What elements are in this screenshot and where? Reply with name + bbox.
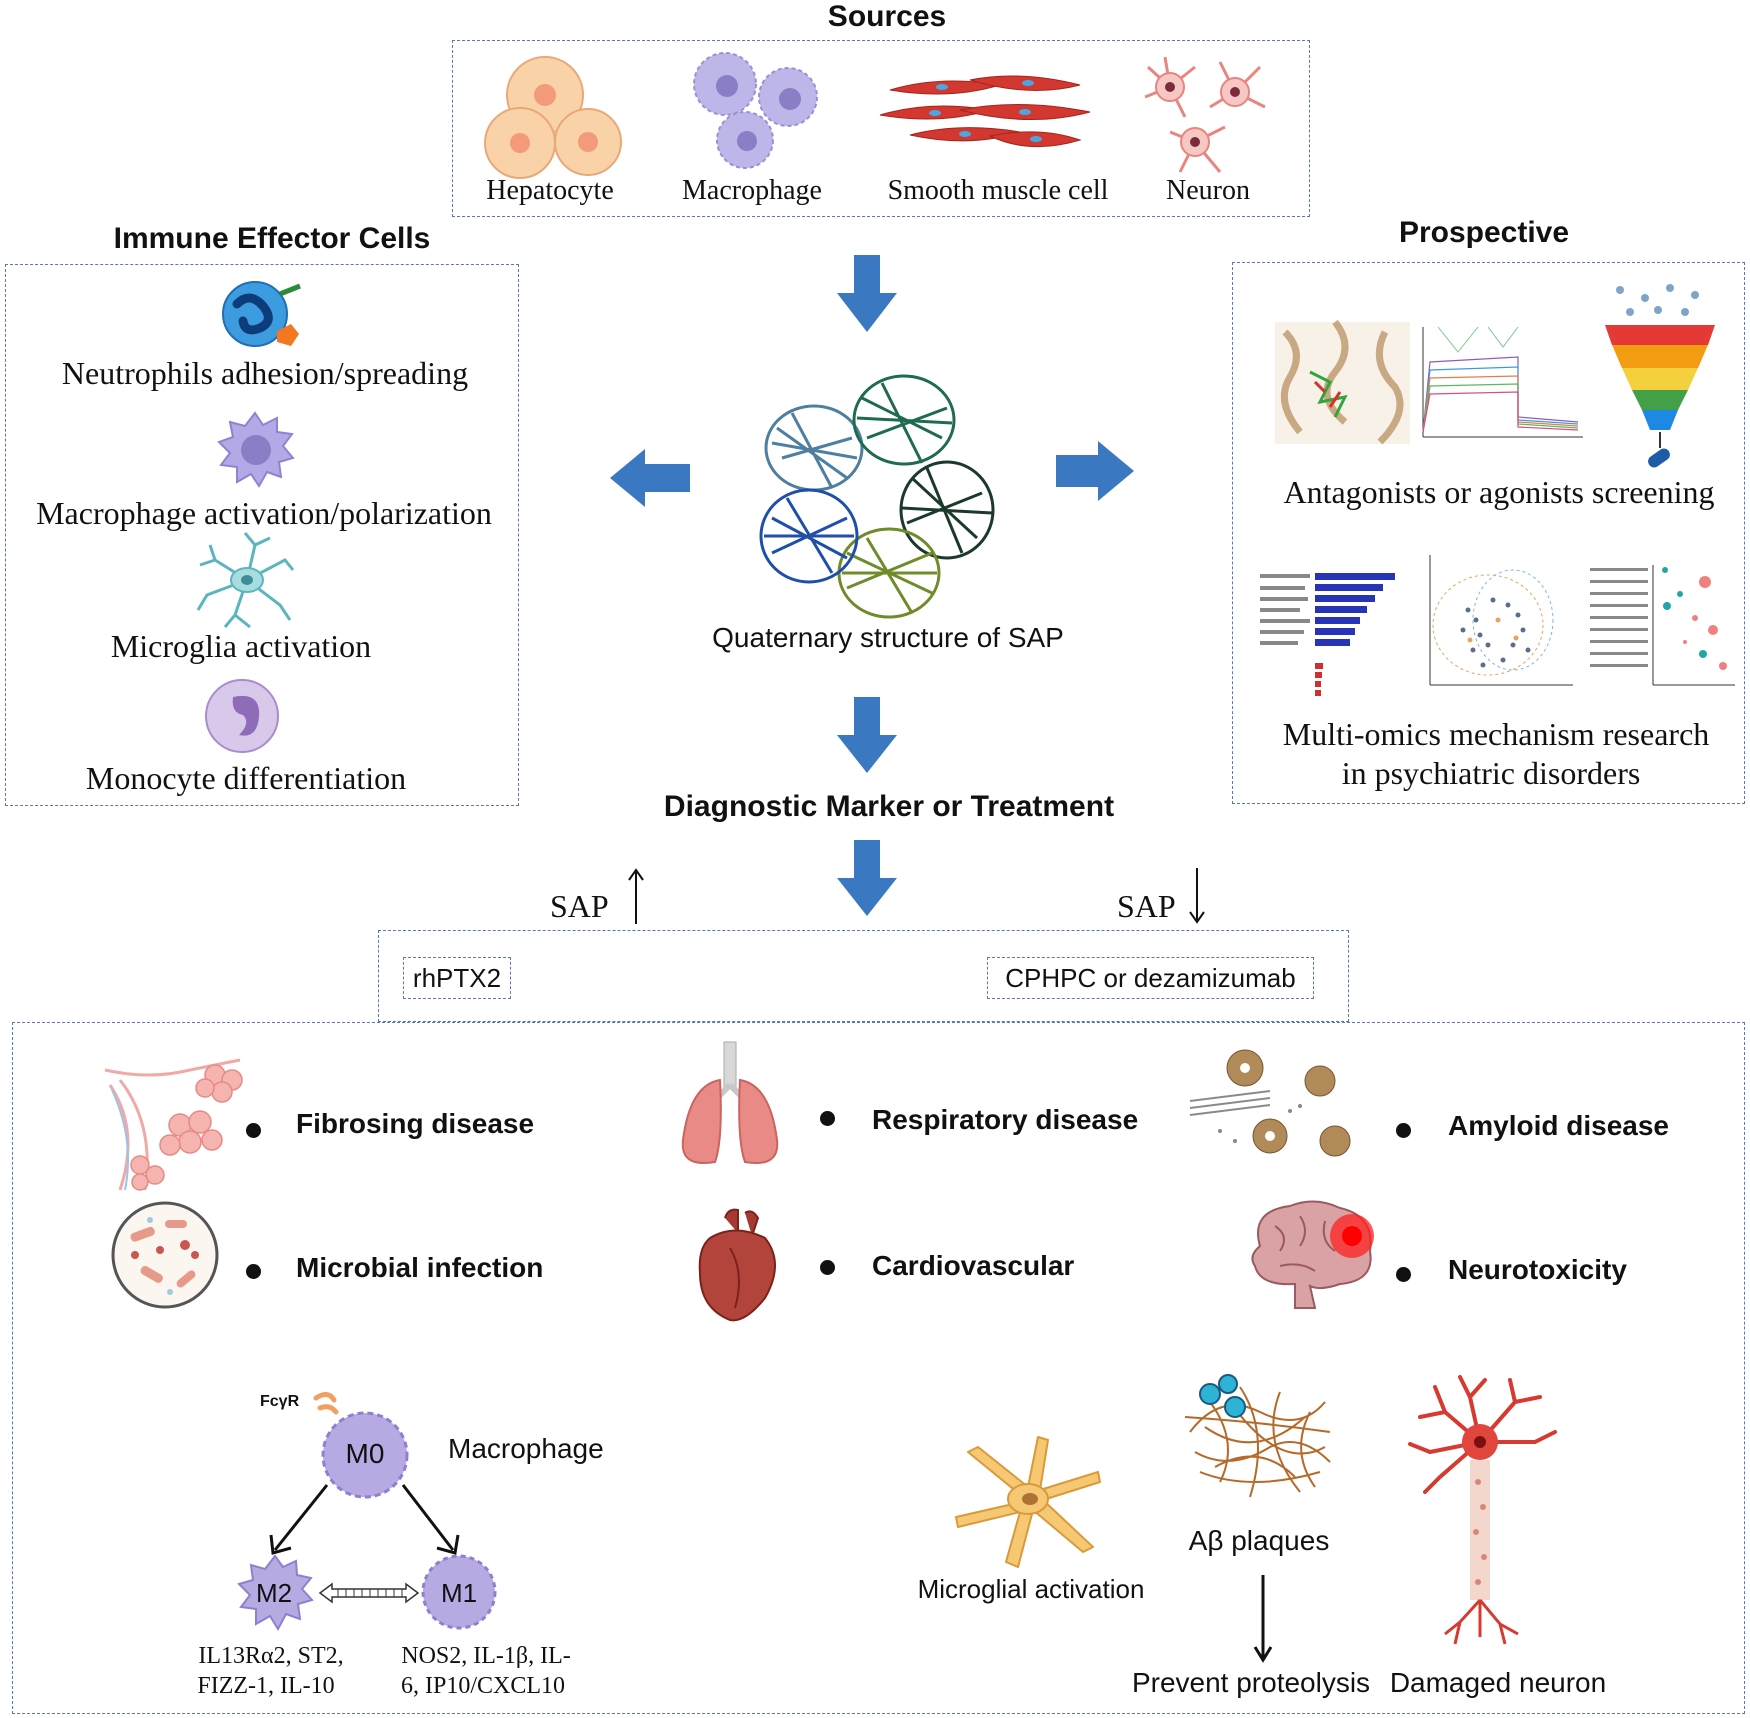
immune-title: Immune Effector Cells	[113, 222, 431, 255]
brain-neurotoxicity-icon	[1251, 1200, 1374, 1309]
m2-label: M2	[255, 1578, 293, 1608]
sap-pentamer-structure	[759, 374, 995, 619]
prospective-multiomics-line2: in psychiatric disorders	[1341, 755, 1641, 791]
bullet	[1396, 1267, 1411, 1282]
binding-curve-image	[1422, 326, 1583, 438]
neutrophil-icon	[222, 281, 301, 347]
arrow-left-icon	[610, 449, 690, 507]
microbe-dish-icon	[111, 1201, 219, 1309]
arrow-down-thin-icon	[1253, 1575, 1273, 1663]
m2-markers-line2: FIZZ-1, IL-10	[197, 1673, 335, 1699]
treatment-rhptx2: rhPTX2	[403, 957, 511, 999]
damaged-neuron-label: Damaged neuron	[1389, 1667, 1607, 1698]
microglia-activation-icon	[955, 1436, 1101, 1568]
arrow-down-icon	[837, 255, 897, 332]
bullet	[246, 1123, 261, 1138]
m1-macrophage-icon	[421, 1554, 497, 1630]
treatment-cphpc: CPHPC or dezamizumab	[987, 957, 1314, 999]
bullet	[1396, 1123, 1411, 1138]
screening-funnel-icon	[1605, 284, 1715, 468]
microglial-activation-label: Microglial activation	[917, 1574, 1145, 1604]
m2-macrophage-icon	[237, 1554, 314, 1632]
m1-markers-line2: 6, IP10/CXCL10	[400, 1673, 566, 1699]
bullet	[246, 1264, 261, 1279]
amyloid-fibril-icon	[1189, 1049, 1351, 1157]
prospective-box	[1232, 262, 1745, 804]
immune-item-macrophage: Macrophage activation/polarization	[36, 495, 492, 531]
double-arrow-icon	[318, 1582, 420, 1604]
bullet	[820, 1260, 835, 1275]
disease-cardiovascular: Cardiovascular	[872, 1250, 1075, 1281]
polarization-arrows	[269, 1484, 460, 1555]
source-label-neuron: Neuron	[1166, 175, 1250, 206]
disease-box	[12, 1022, 1745, 1714]
sources-box	[452, 40, 1310, 217]
down-arrow-icon	[1189, 868, 1205, 924]
arrow-down-icon-2	[837, 697, 897, 773]
macrophage-icon	[217, 411, 295, 488]
smooth-muscle-icon	[879, 75, 1091, 148]
immune-item-microglia: Microglia activation	[110, 628, 372, 664]
prospective-title: Prospective	[1398, 216, 1570, 249]
prospective-screening-label: Antagonists or agonists screening	[1283, 474, 1715, 510]
prospective-multiomics-line1: Multi-omics mechanism research	[1282, 716, 1710, 752]
prevent-proteolysis-label: Prevent proteolysis	[1131, 1667, 1371, 1698]
m1-markers-line1: NOS2, IL-1β, IL-	[401, 1643, 571, 1669]
lungs-icon	[681, 1041, 779, 1164]
m0-macrophage-icon	[321, 1411, 409, 1499]
disease-neurotoxicity: Neurotoxicity	[1448, 1254, 1627, 1285]
disease-fibrosing: Fibrosing disease	[296, 1108, 535, 1139]
bullet	[820, 1111, 835, 1126]
immune-box	[5, 264, 519, 806]
pca-scatter-image	[1429, 555, 1573, 686]
sources-title: Sources	[827, 0, 947, 33]
arrow-right-icon	[1056, 441, 1134, 501]
disease-amyloid: Amyloid disease	[1448, 1110, 1669, 1141]
abeta-plaque-icon	[1184, 1374, 1331, 1498]
sap-up-label: SAP	[550, 888, 609, 924]
protein-docking-image	[1275, 319, 1410, 445]
microglia-icon	[196, 532, 295, 629]
disease-respiratory: Respiratory disease	[872, 1104, 1139, 1135]
up-arrow-icon	[628, 868, 644, 924]
damaged-neuron-icon	[1408, 1375, 1557, 1645]
fcgr-receptor-icon	[313, 1392, 339, 1415]
source-label-hepatocyte: Hepatocyte	[486, 175, 614, 206]
abeta-plaques-label: Aβ plaques	[1188, 1525, 1330, 1556]
m1-label: M1	[440, 1578, 478, 1608]
sap-structure-caption: Quaternary structure of SAP	[712, 622, 1064, 653]
m0-label: M0	[345, 1438, 385, 1469]
source-label-smooth-muscle: Smooth muscle cell	[887, 175, 1109, 206]
heart-icon	[698, 1208, 776, 1322]
fcgr-label: FcγR	[260, 1393, 300, 1410]
diagnostic-title: Diagnostic Marker or Treatment	[663, 790, 1115, 823]
arrow-down-icon-3	[837, 840, 897, 916]
pathway-dot-image	[1590, 565, 1735, 686]
enrichment-bar-image	[1260, 573, 1395, 696]
neuron-cluster-icon	[1144, 56, 1266, 173]
sap-down-label: SAP	[1117, 888, 1176, 924]
macrophage-label: Macrophage	[448, 1433, 604, 1464]
immune-item-neutrophils: Neutrophils adhesion/spreading	[61, 355, 469, 391]
immune-item-monocyte: Monocyte differentiation	[85, 760, 407, 796]
treatment-box	[378, 930, 1349, 1022]
macrophage-cluster-icon	[693, 52, 818, 169]
disease-microbial: Microbial infection	[296, 1252, 544, 1283]
fibrosis-icon	[104, 1058, 243, 1191]
monocyte-icon	[205, 679, 279, 753]
source-label-macrophage: Macrophage	[682, 175, 822, 206]
m2-markers-line1: IL13Rα2, ST2,	[198, 1643, 344, 1669]
hepatocyte-icon	[484, 56, 622, 179]
